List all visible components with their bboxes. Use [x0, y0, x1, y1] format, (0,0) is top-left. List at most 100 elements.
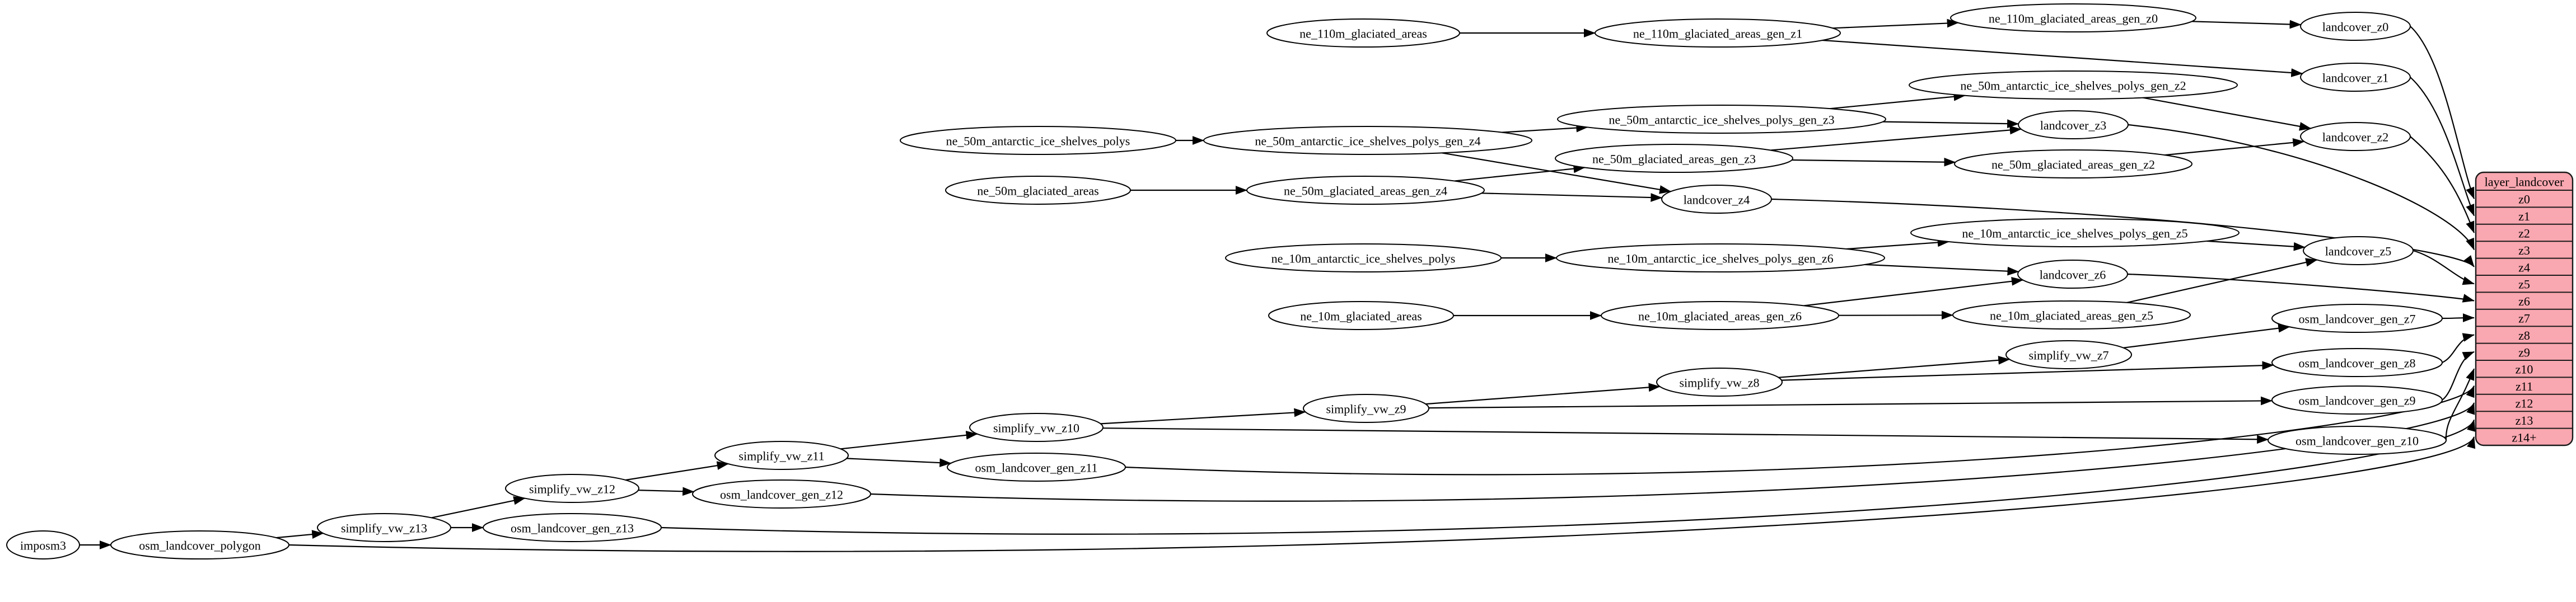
- edge-ne_50m_glaciated_areas_gen_z4-to-ne_50m_glaciated_areas_gen_z3: [1455, 164, 1586, 182]
- node-shape-osm_landcover_gen_z7: [2271, 304, 2443, 333]
- node-shape-landcover_z4: [1661, 185, 1772, 214]
- node-label-simplify_vw_z13: simplify_vw_z13: [341, 521, 427, 535]
- node-shape-osm_landcover_gen_z8: [2271, 348, 2443, 377]
- edge-simplify_vw_z11-to-osm_landcover_gen_z11: [847, 458, 952, 467]
- edge-simplify_vw_z7-to-osm_landcover_gen_z7: [2123, 323, 2290, 349]
- node-landcover_z2: landcover_z2: [2300, 122, 2411, 151]
- edge-landcover_z2-to-row-z2: [2410, 136, 2475, 233]
- node-label-ne_10m_glaciated_areas_gen_z6: ne_10m_glaciated_areas_gen_z6: [1638, 309, 1802, 323]
- node-ne_110m_glaciated_areas_gen_z0: ne_110m_glaciated_areas_gen_z0: [1950, 3, 2196, 32]
- edge-ne_50m_glaciated_areas_gen_z4-to-landcover_z4: [1481, 192, 1663, 202]
- record-row-z7: z7: [2518, 312, 2530, 326]
- node-ne_10m_glaciated_areas_gen_z6: ne_10m_glaciated_areas_gen_z6: [1601, 301, 1839, 330]
- node-label-osm_landcover_gen_z7: osm_landcover_gen_z7: [2299, 312, 2416, 326]
- node-ne_50m_antarctic_ice_shelves_polys_gen_z2: ne_50m_antarctic_ice_shelves_polys_gen_z…: [1909, 70, 2238, 100]
- record-row-z12: z12: [2516, 397, 2533, 411]
- node-label-simplify_vw_z12: simplify_vw_z12: [529, 482, 615, 496]
- node-shape-ne_50m_antarctic_ice_shelves_polys: [900, 126, 1176, 155]
- node-label-osm_landcover_gen_z9: osm_landcover_gen_z9: [2299, 394, 2416, 408]
- record-row-z0: z0: [2518, 192, 2530, 206]
- node-simplify_vw_z12: simplify_vw_z12: [505, 474, 639, 503]
- edge-ne_10m_glaciated_areas_gen_z5-to-landcover_z5: [2126, 258, 2318, 303]
- node-simplify_vw_z8: simplify_vw_z8: [1656, 368, 1783, 397]
- node-shape-ne_50m_glaciated_areas_gen_z3: [1555, 144, 1793, 173]
- node-label-landcover_z0: landcover_z0: [2322, 20, 2389, 34]
- node-ne_50m_glaciated_areas_gen_z2: ne_50m_glaciated_areas_gen_z2: [1954, 149, 2192, 178]
- node-shape-ne_110m_glaciated_areas: [1266, 18, 1460, 48]
- node-label-ne_50m_glaciated_areas_gen_z2: ne_50m_glaciated_areas_gen_z2: [1991, 158, 2155, 172]
- node-shape-osm_landcover_gen_z11: [947, 453, 1126, 482]
- edge-osm_landcover_gen_z12-to-row-z12: [870, 402, 2475, 502]
- node-label-simplify_vw_z9: simplify_vw_z9: [1326, 402, 1406, 416]
- node-imposm3: imposm3: [6, 530, 80, 559]
- node-shape-ne_10m_glaciated_areas: [1268, 301, 1454, 330]
- edge-ne_50m_glaciated_areas_gen_z2-to-landcover_z2: [2164, 138, 2305, 156]
- node-label-simplify_vw_z11: simplify_vw_z11: [738, 449, 824, 463]
- edge-ne_50m_glaciated_areas_gen_z3-to-landcover_z3: [1770, 125, 2022, 151]
- edge-ne_10m_antarctic_ice_shelves_polys_gen_z5-to-landcover_z5: [2206, 240, 2306, 251]
- node-shape-ne_10m_antarctic_ice_shelves_polys_gen_z5: [1910, 218, 2240, 247]
- node-shape-simplify_vw_z7: [2005, 340, 2132, 369]
- node-landcover_z6: landcover_z6: [2017, 260, 2128, 289]
- edge-ne_10m_antarctic_ice_shelves_polys_gen_z6-to-ne_10m_antarctic_ice_shelves_polys_gen_z5: [1846, 238, 1949, 250]
- node-shape-simplify_vw_z13: [317, 513, 451, 542]
- node-label-ne_10m_glaciated_areas_gen_z5: ne_10m_glaciated_areas_gen_z5: [1990, 309, 2153, 323]
- node-label-landcover_z3: landcover_z3: [2040, 119, 2107, 133]
- edge-ne_50m_glaciated_areas_gen_z3-to-ne_50m_glaciated_areas_gen_z2: [1792, 157, 1956, 167]
- node-label-ne_50m_antarctic_ice_shelves_polys_gen_z4: ne_50m_antarctic_ice_shelves_polys_gen_z…: [1255, 134, 1480, 148]
- edge-ne_50m_antarctic_ice_shelves_polys_gen_z4-to-ne_50m_antarctic_ice_shelves_polys_gen_z3: [1502, 123, 1588, 133]
- record-row-z2: z2: [2518, 227, 2530, 241]
- edge-osm_landcover_gen_z13-to-row-z13: [661, 419, 2475, 535]
- node-shape-ne_50m_antarctic_ice_shelves_polys_gen_z4: [1203, 126, 1532, 155]
- node-osm_landcover_gen_z11: osm_landcover_gen_z11: [947, 453, 1126, 482]
- record-row-z1: z1: [2518, 209, 2530, 223]
- node-ne_50m_antarctic_ice_shelves_polys_gen_z4: ne_50m_antarctic_ice_shelves_polys_gen_z…: [1203, 126, 1532, 155]
- edge-osm_landcover_gen_z8-to-row-z8: [2442, 333, 2475, 364]
- node-shape-osm_landcover_gen_z12: [692, 479, 871, 509]
- node-label-ne_10m_antarctic_ice_shelves_polys: ne_10m_antarctic_ice_shelves_polys: [1271, 252, 1456, 266]
- node-shape-ne_50m_glaciated_areas: [945, 176, 1131, 205]
- node-osm_landcover_gen_z10: osm_landcover_gen_z10: [2268, 426, 2447, 455]
- node-ne_50m_antarctic_ice_shelves_polys: ne_50m_antarctic_ice_shelves_polys: [900, 126, 1176, 155]
- node-label-ne_50m_antarctic_ice_shelves_polys_gen_z3: ne_50m_antarctic_ice_shelves_polys_gen_z…: [1609, 113, 1834, 127]
- record-row-z6: z6: [2518, 294, 2530, 308]
- record-row-z11: z11: [2516, 379, 2533, 393]
- edge-ne_50m_antarctic_ice_shelves_polys_gen_z2-to-landcover_z2: [2142, 97, 2312, 131]
- record-node-layer-landcover: layer_landcoverz0z1z2z3z4z5z6z7z8z9z10z1…: [2475, 171, 2574, 446]
- node-label-ne_50m_glaciated_areas_gen_z3: ne_50m_glaciated_areas_gen_z3: [1592, 152, 1756, 166]
- node-label-ne_110m_glaciated_areas: ne_110m_glaciated_areas: [1299, 27, 1427, 41]
- node-label-ne_50m_glaciated_areas: ne_50m_glaciated_areas: [977, 184, 1098, 198]
- edge-ne_50m_antarctic_ice_shelves_polys_gen_z3-to-landcover_z3: [1882, 119, 2019, 128]
- record-header: layer_landcover: [2485, 175, 2564, 189]
- node-shape-ne_50m_glaciated_areas_gen_z4: [1246, 176, 1485, 205]
- node-label-osm_landcover_gen_z13: osm_landcover_gen_z13: [511, 521, 634, 535]
- record-row-z4: z4: [2518, 260, 2530, 274]
- node-osm_landcover_gen_z7: osm_landcover_gen_z7: [2271, 304, 2443, 333]
- record-row-z5: z5: [2518, 278, 2530, 291]
- node-landcover_z0: landcover_z0: [2300, 12, 2411, 41]
- node-label-ne_50m_antarctic_ice_shelves_polys: ne_50m_antarctic_ice_shelves_polys: [946, 134, 1130, 148]
- edge-simplify_vw_z9-to-osm_landcover_gen_z9: [1428, 396, 2273, 409]
- edge-ne_10m_antarctic_ice_shelves_polys_gen_z6-to-landcover_z6: [1864, 264, 2019, 276]
- node-landcover_z3: landcover_z3: [2018, 110, 2129, 139]
- node-shape-simplify_vw_z9: [1303, 394, 1429, 423]
- node-ne_50m_glaciated_areas_gen_z4: ne_50m_glaciated_areas_gen_z4: [1246, 176, 1485, 205]
- node-landcover_z4: landcover_z4: [1661, 185, 1772, 214]
- record-row-z13: z13: [2516, 413, 2533, 427]
- node-label-ne_110m_glaciated_areas_gen_z0: ne_110m_glaciated_areas_gen_z0: [1989, 12, 2158, 26]
- edge-simplify_vw_z8-to-osm_landcover_gen_z8: [1781, 361, 2274, 381]
- node-ne_50m_glaciated_areas_gen_z3: ne_50m_glaciated_areas_gen_z3: [1555, 144, 1793, 173]
- node-ne_10m_antarctic_ice_shelves_polys_gen_z5: ne_10m_antarctic_ice_shelves_polys_gen_z…: [1910, 218, 2240, 247]
- node-shape-landcover_z5: [2303, 236, 2414, 265]
- edge-simplify_vw_z11-to-simplify_vw_z10: [840, 430, 978, 450]
- node-shape-landcover_z6: [2017, 260, 2128, 289]
- node-ne_50m_antarctic_ice_shelves_polys_gen_z3: ne_50m_antarctic_ice_shelves_polys_gen_z…: [1557, 105, 1886, 134]
- node-label-imposm3: imposm3: [20, 539, 66, 553]
- edge-simplify_vw_z12-to-simplify_vw_z11: [625, 461, 729, 481]
- node-landcover_z5: landcover_z5: [2303, 236, 2414, 265]
- edge-landcover_z5-to-row-z5: [2413, 250, 2475, 285]
- node-shape-ne_110m_glaciated_areas_gen_z1: [1595, 18, 1841, 48]
- node-shape-landcover_z0: [2300, 12, 2411, 41]
